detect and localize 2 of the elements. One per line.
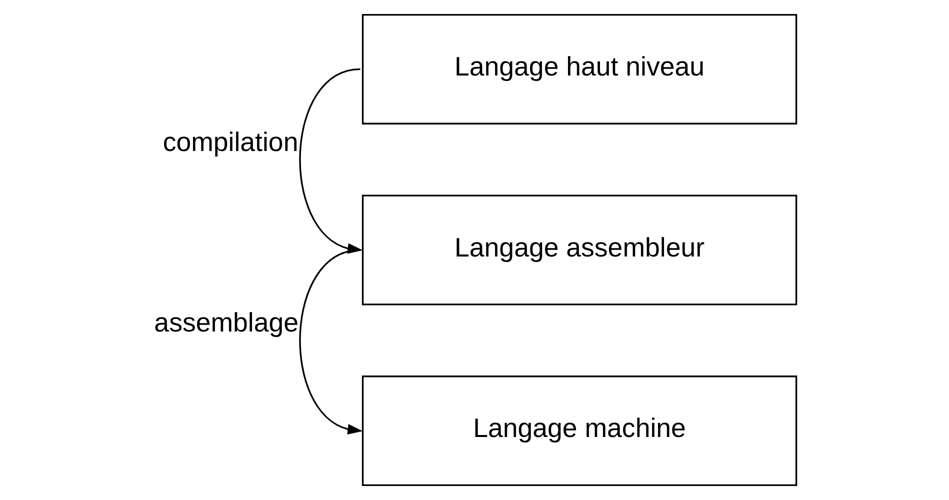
- edge-label: compilation: [162, 126, 298, 157]
- edge-label: assemblage: [154, 308, 299, 338]
